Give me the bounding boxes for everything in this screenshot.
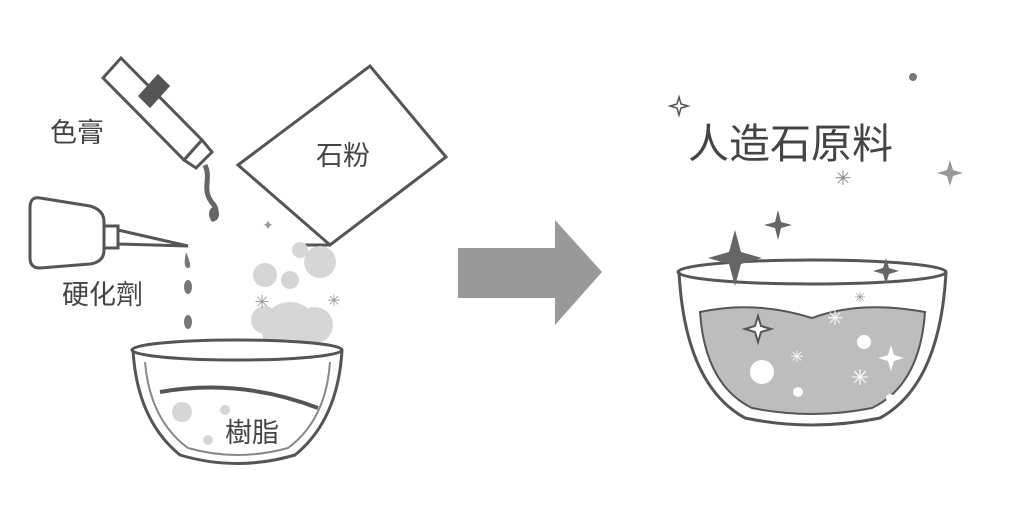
sparkle-icons: ✳ ✳ ✳ ✳ ✳ ✦ ✳ ✳ xyxy=(254,73,963,390)
svg-text:✳: ✳ xyxy=(327,293,340,310)
svg-text:✳: ✳ xyxy=(854,291,866,306)
hardener-bottle xyxy=(28,196,191,270)
svg-text:✳: ✳ xyxy=(827,308,844,330)
arrow-icon xyxy=(458,220,602,325)
result-title: 人造石原料 xyxy=(688,120,893,168)
svg-text:✳: ✳ xyxy=(790,349,803,366)
svg-text:✦: ✦ xyxy=(262,219,274,234)
label-hardener: 硬化劑 xyxy=(62,280,143,311)
svg-text:✳: ✳ xyxy=(254,292,269,312)
result-bowl xyxy=(676,258,948,427)
label-stone-powder: 石粉 xyxy=(316,141,370,172)
resin-bowl xyxy=(130,338,344,465)
label-resin: 樹脂 xyxy=(225,418,279,449)
svg-text:✳: ✳ xyxy=(835,168,852,190)
pigment-tube xyxy=(100,55,219,222)
svg-text:✳: ✳ xyxy=(851,365,869,390)
label-pigment: 色膏 xyxy=(50,118,104,149)
